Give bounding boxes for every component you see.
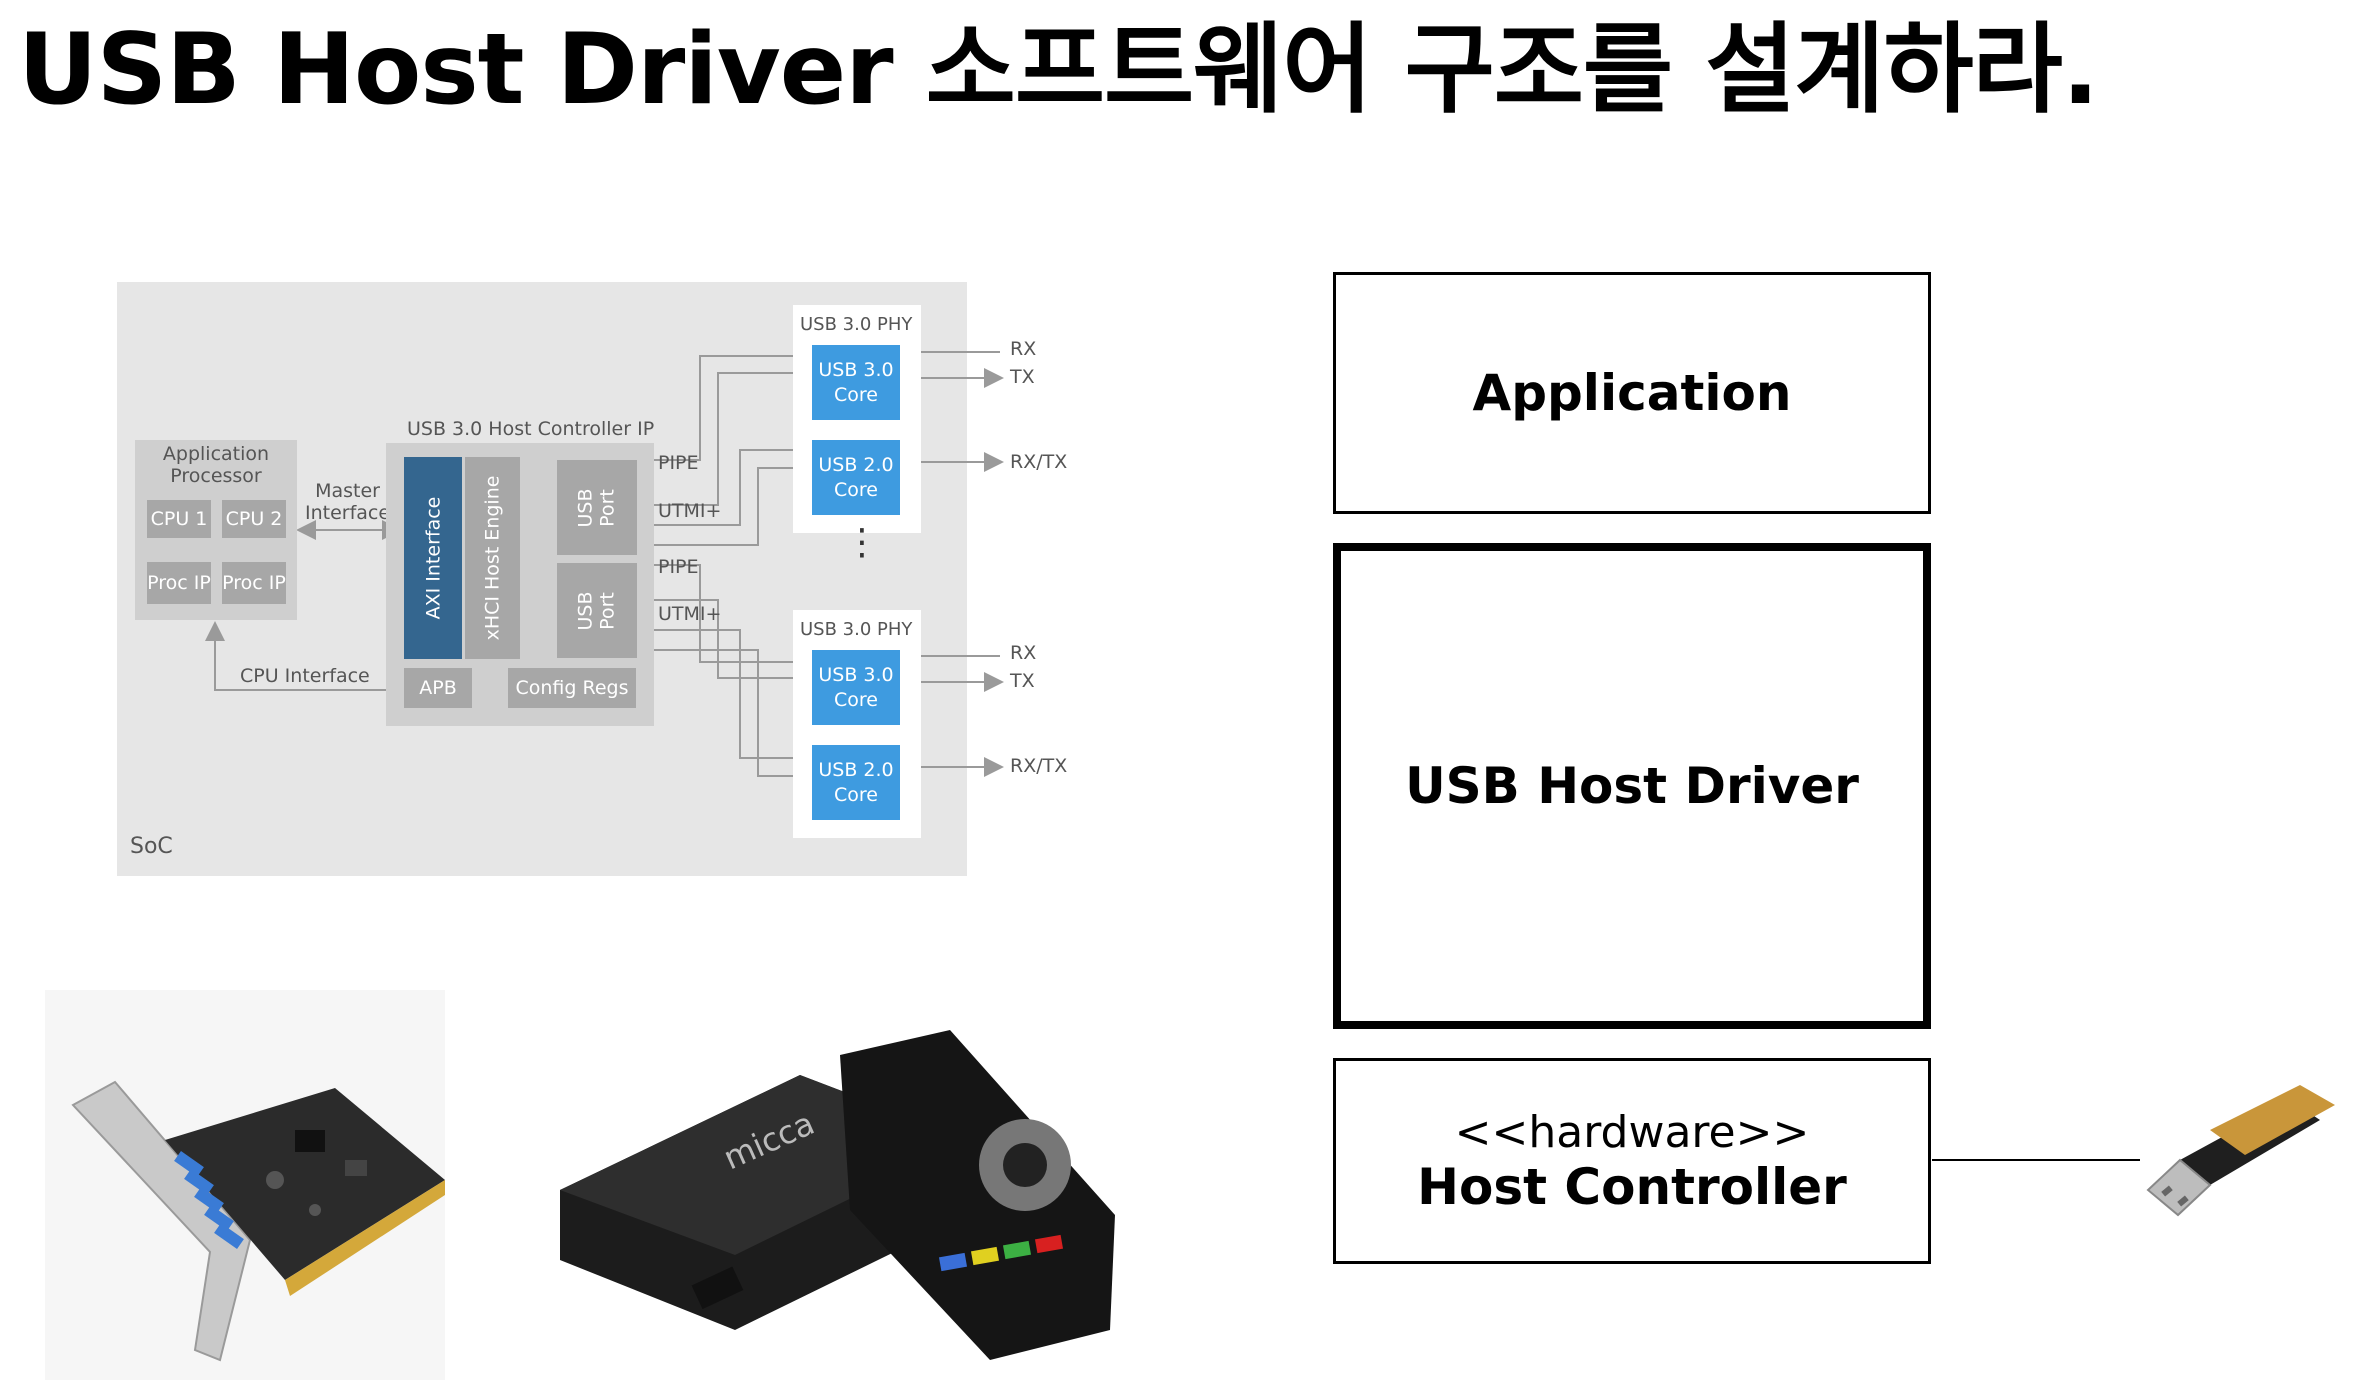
utmi-label-1: UTMI+ bbox=[658, 500, 722, 522]
page-title: USB Host Driver 소프트웨어 구조를 설계하라. bbox=[18, 13, 2099, 127]
rx-label-2: RX bbox=[1010, 642, 1037, 664]
axi-interface-block: AXI Interface bbox=[404, 457, 462, 659]
proc-ip-1-chip: Proc IP bbox=[147, 562, 211, 604]
soc-label: SoC bbox=[130, 834, 173, 859]
usb-port-1-block: USB Port bbox=[557, 460, 637, 555]
usb-stick-icon bbox=[2140, 1080, 2340, 1220]
xhci-engine-block: xHCI Host Engine bbox=[465, 457, 520, 659]
axi-interface-label: AXI Interface bbox=[422, 496, 445, 620]
usb30-core-bottom: USB 3.0 Core bbox=[812, 650, 900, 725]
rx-label-1: RX bbox=[1010, 338, 1037, 360]
usb20-core-top: USB 2.0 Core bbox=[812, 440, 900, 515]
usb-port-2-label: USB Port bbox=[574, 590, 619, 631]
rxtx-label-2: RX/TX bbox=[1010, 755, 1068, 777]
usb-host-driver-label: USB Host Driver bbox=[1405, 757, 1859, 815]
master-interface-label: Master Interface bbox=[305, 480, 391, 524]
host-controller-label: Host Controller bbox=[1417, 1157, 1847, 1216]
application-processor-label: Application Processor bbox=[162, 443, 270, 487]
xhci-engine-label: xHCI Host Engine bbox=[481, 475, 504, 641]
tx-label-1: TX bbox=[1010, 366, 1035, 388]
pipe-label-1: PIPE bbox=[658, 452, 699, 474]
application-layer-label: Application bbox=[1472, 364, 1792, 422]
pcie-usb-card-photo bbox=[45, 990, 445, 1380]
pipe-label-2: PIPE bbox=[658, 556, 699, 578]
config-regs-block: Config Regs bbox=[508, 668, 636, 708]
usb30-core-top: USB 3.0 Core bbox=[812, 345, 900, 420]
phy-bottom-label: USB 3.0 PHY bbox=[800, 619, 913, 640]
cpu2-chip: CPU 2 bbox=[222, 500, 286, 538]
cpu-interface-label: CPU Interface bbox=[240, 665, 370, 687]
usb-port-2-block: USB Port bbox=[557, 563, 637, 658]
hardware-stereotype-label: <<hardware>> bbox=[1454, 1106, 1810, 1158]
utmi-label-2: UTMI+ bbox=[658, 603, 722, 625]
phy-ellipsis: ⋮ bbox=[844, 522, 880, 563]
host-controller-ip-label: USB 3.0 Host Controller IP bbox=[407, 418, 655, 440]
usb-host-driver-layer-box: USB Host Driver bbox=[1333, 543, 1931, 1029]
media-player-photo: micca bbox=[550, 1030, 1130, 1370]
proc-ip-2-chip: Proc IP bbox=[222, 562, 286, 604]
usb-port-1-label: USB Port bbox=[574, 487, 619, 528]
rxtx-label-1: RX/TX bbox=[1010, 451, 1068, 473]
cpu1-chip: CPU 1 bbox=[147, 500, 211, 538]
host-controller-layer-box: <<hardware>> Host Controller bbox=[1333, 1058, 1931, 1264]
tx-label-2: TX bbox=[1010, 670, 1035, 692]
apb-block: APB bbox=[404, 668, 472, 708]
application-layer-box: Application bbox=[1333, 272, 1931, 514]
usb20-core-bottom: USB 2.0 Core bbox=[812, 745, 900, 820]
phy-top-label: USB 3.0 PHY bbox=[800, 314, 913, 335]
